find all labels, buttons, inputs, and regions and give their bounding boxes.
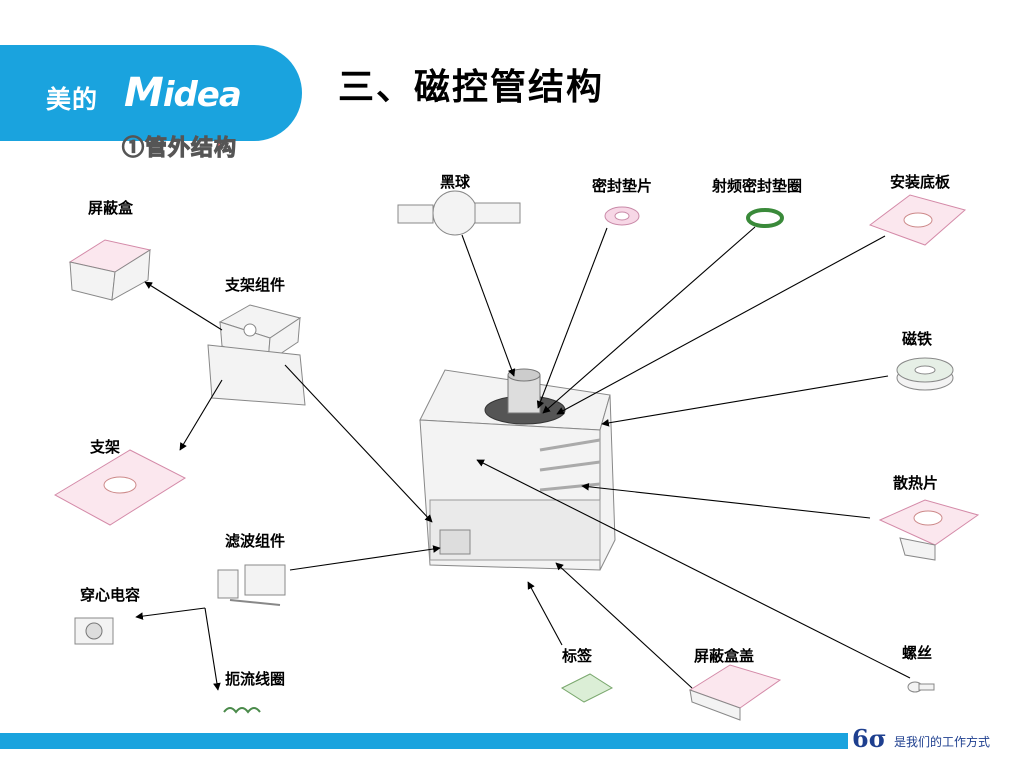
leader-choke-coil (204, 607, 221, 691)
filter-assembly-drawing (217, 564, 286, 606)
leader-heat-sink (581, 482, 871, 519)
six-sigma-mark: 6σ (852, 724, 887, 753)
label-black-ball: 黑球 (440, 173, 471, 191)
leader-shield-cover (555, 562, 693, 689)
leader-filter-assembly (289, 545, 441, 571)
label-rf-gasket: 射频密封垫圈 (712, 177, 803, 195)
label-screw: 螺丝 (902, 644, 933, 662)
black-ball-drawing (397, 190, 521, 236)
leader-feedthrough-capacitor (135, 607, 206, 620)
bracket-drawing (53, 449, 187, 526)
label-bracket-assembly: 支架组件 (225, 276, 286, 294)
leader-mounting-plate (556, 235, 886, 415)
screw-drawing (907, 681, 935, 693)
section-subtitle: ①管外结构 (121, 135, 238, 162)
label-gasket: 密封垫片 (592, 177, 653, 195)
tag-drawing (560, 673, 614, 703)
rf-gasket-drawing (746, 208, 784, 228)
leader-bracket-assembly (284, 364, 433, 523)
label-filter-assembly: 滤波组件 (225, 532, 286, 550)
page-title: 三、磁控管结构 (338, 66, 605, 108)
label-shield-cover: 屏蔽盒盖 (694, 647, 755, 665)
logo-wordmark: Midea (124, 70, 242, 116)
gasket-drawing (604, 206, 640, 226)
label-choke-coil: 扼流线圈 (225, 670, 286, 688)
label-feedthrough-capacitor: 穿心电容 (80, 586, 141, 604)
leader-black-ball (461, 234, 516, 377)
mounting-plate-drawing (868, 194, 967, 246)
label-heat-sink: 散热片 (893, 474, 939, 492)
label-bracket: 支架 (90, 438, 121, 456)
leader-shield-box (144, 281, 223, 331)
logo-wordmark-initial: M (124, 70, 164, 116)
label-shield-box: 屏蔽盒 (88, 199, 134, 217)
logo-banner (0, 45, 302, 141)
magnetron-body (419, 368, 616, 571)
label-magnet: 磁铁 (902, 330, 933, 348)
shield-cover-drawing (688, 664, 782, 721)
logo-chinese-text: 美的 (46, 85, 99, 114)
leader-rf-gasket (542, 226, 756, 414)
leader-lines (135, 226, 911, 691)
footer-slogan: 是我们的工作方式 (894, 735, 991, 749)
choke-coil-drawing (223, 707, 261, 714)
leader-bracket (179, 379, 223, 451)
leader-screw (476, 459, 911, 679)
bracket-assembly-drawing (207, 304, 306, 406)
logo-wordmark-rest: idea (162, 75, 242, 115)
feedthrough-capacitor-drawing (74, 617, 114, 645)
label-tag: 标签 (562, 647, 593, 665)
shield-box-drawing (68, 239, 152, 301)
leader-tag (527, 581, 563, 646)
label-mounting-plate: 安装底板 (890, 173, 951, 191)
magnet-drawing (896, 357, 954, 391)
leader-magnet (601, 375, 889, 427)
heat-sink-drawing (878, 499, 980, 561)
footer-bar (0, 733, 848, 749)
leader-gasket (536, 227, 608, 409)
